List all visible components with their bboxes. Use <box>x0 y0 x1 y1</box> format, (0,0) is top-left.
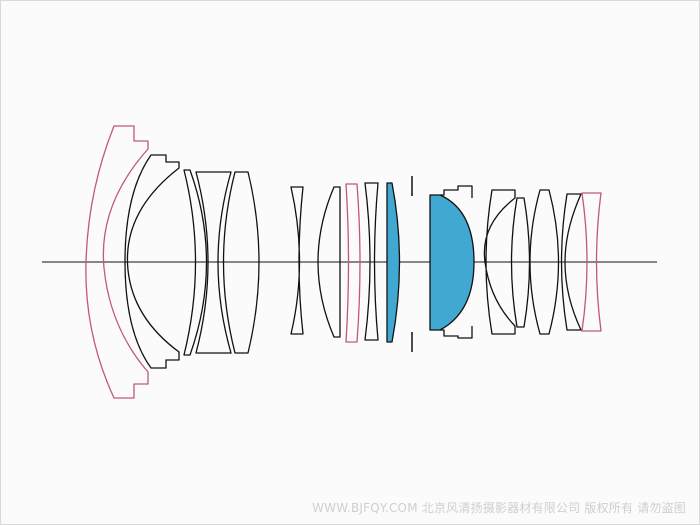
lens-element-10 <box>386 182 401 343</box>
lens-element-12 <box>483 189 516 335</box>
lens-element-5 <box>222 171 260 354</box>
lens-element-15 <box>560 193 582 331</box>
lens-mount-bracket <box>440 185 473 339</box>
lens-element-8 <box>345 183 361 343</box>
lens-element-3 <box>183 169 208 356</box>
watermark: WWW.BJFQY.COM 北京风清扬摄影器材有限公司 版权所有 请勿盗图 <box>312 501 686 515</box>
lens-element-6 <box>290 186 304 335</box>
lens-element-13 <box>510 197 531 328</box>
lens-element-4 <box>195 171 232 354</box>
lens-element-16 <box>581 192 602 332</box>
lens-element-1 <box>85 125 149 399</box>
lens-element-14 <box>529 189 560 335</box>
lens-element-7 <box>317 186 341 338</box>
lens-element-2 <box>124 154 180 369</box>
lens-element-11 <box>429 194 475 331</box>
lens-element-9 <box>364 182 379 341</box>
